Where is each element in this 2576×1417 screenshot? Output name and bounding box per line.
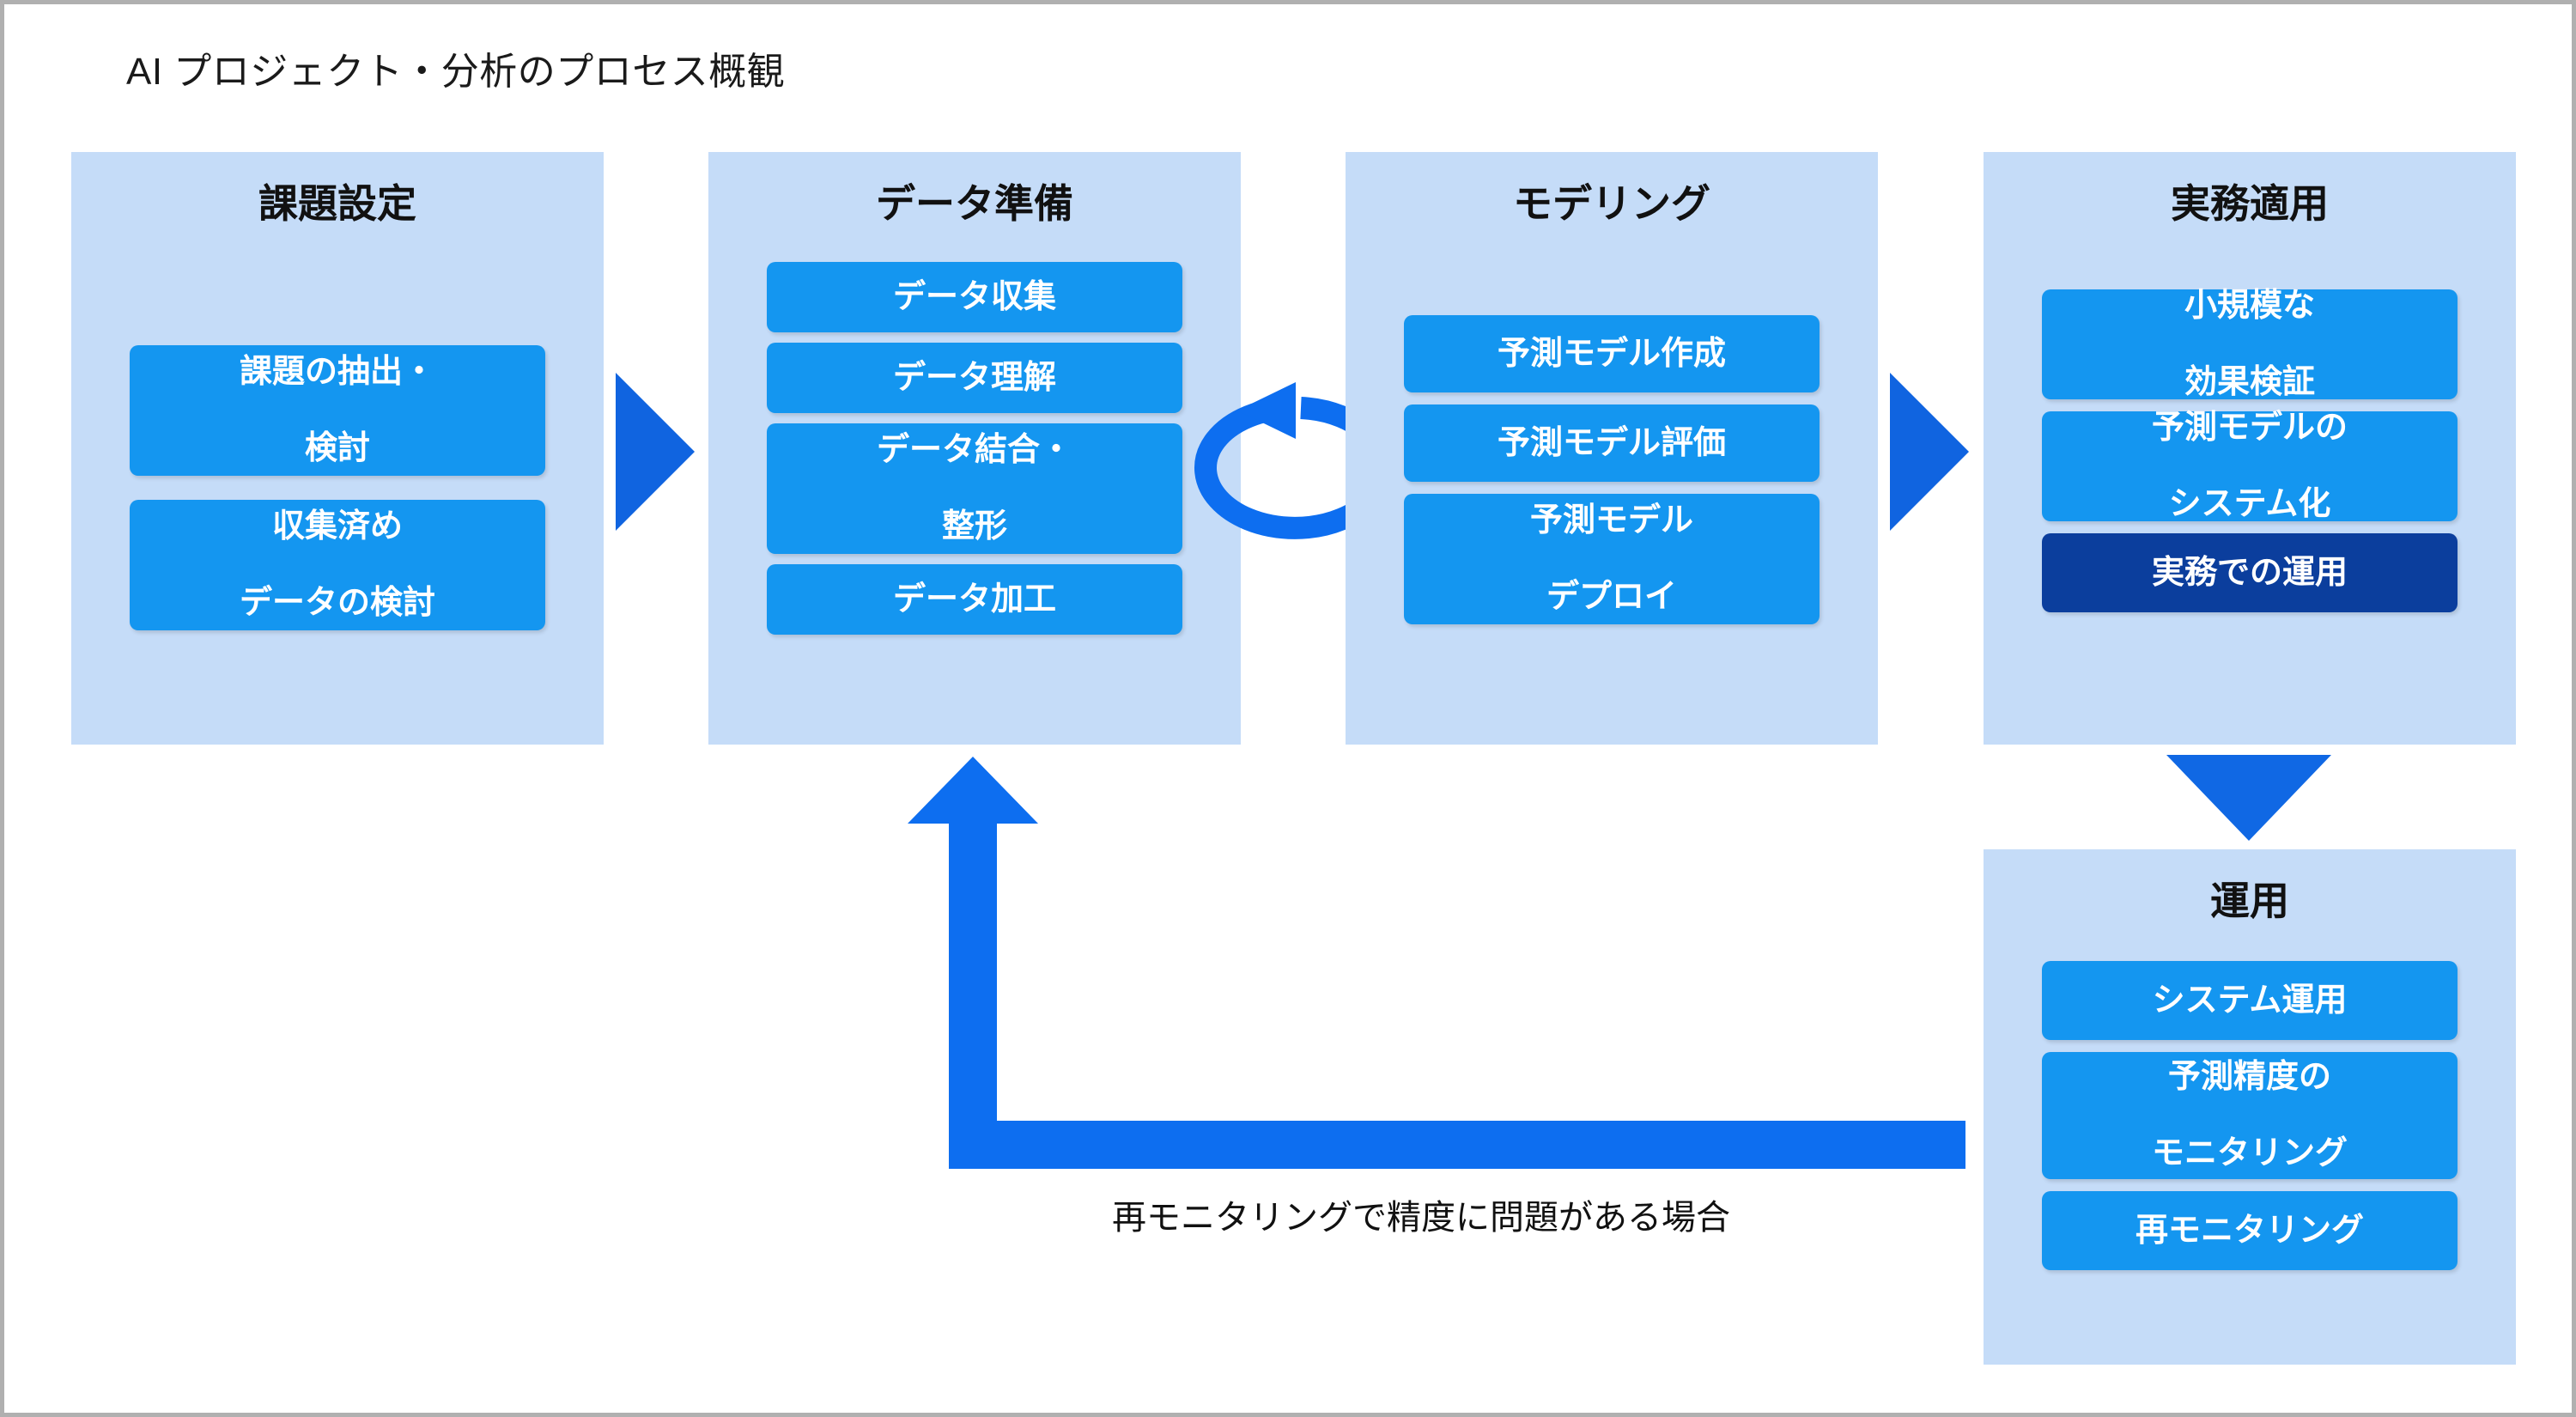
stage-title: データ準備 xyxy=(876,181,1073,226)
chip-line: 小規模な xyxy=(2184,287,2315,324)
stage-title: モデリング xyxy=(1513,181,1710,226)
arrow-stage1-to-stage2-icon xyxy=(616,373,695,531)
chip-line: 予測モデル xyxy=(1529,502,1693,538)
stage-item-model-systemization[interactable]: 予測モデルの システム化 xyxy=(2042,409,2458,523)
stage-item-data-rikai[interactable]: データ理解 xyxy=(767,343,1182,413)
chip-line: 整形 xyxy=(941,508,1007,545)
chip-line: 予測モデル評価 xyxy=(1497,424,1726,461)
chip-line: データの検討 xyxy=(239,585,435,622)
stage-panel-modeling: モデリング 予測モデル作成 予測モデル評価 予測モデル デプロイ xyxy=(1346,152,1878,745)
stage-title: 運用 xyxy=(2210,879,2289,923)
chip-line: 収集済め xyxy=(271,508,403,544)
page-title: AI プロジェクト・分析のプロセス概観 xyxy=(126,51,786,93)
chip-line: 予測モデルの xyxy=(2151,409,2348,446)
chip-line: システム化 xyxy=(2168,486,2331,523)
stage-title: 実務適用 xyxy=(2171,181,2329,226)
stage-item-shushuzumi-data[interactable]: 収集済め データの検討 xyxy=(130,500,545,630)
chip-line: 検討 xyxy=(304,430,370,467)
stage-item-sai-monitoring[interactable]: 再モニタリング xyxy=(2042,1191,2458,1270)
feedback-arrow-vertical-shaft xyxy=(949,820,997,1169)
stage-title: 課題設定 xyxy=(258,181,416,226)
stage-item-data-kako[interactable]: データ加工 xyxy=(767,564,1182,635)
chip-line: デプロイ xyxy=(1546,579,1677,616)
stage-item-data-ketsugo-seikei[interactable]: データ結合・ 整形 xyxy=(767,423,1182,554)
chip-line: システム運用 xyxy=(2152,982,2348,1019)
stage-panel-unyo: 運用 システム運用 予測精度の モニタリング 再モニタリング xyxy=(1984,849,2516,1365)
stage-panel-jitsumu-tekiyo: 実務適用 小規模な 効果検証 予測モデルの システム化 実務での運用 xyxy=(1984,152,2516,745)
chip-line: 効果検証 xyxy=(2184,364,2315,401)
chip-line: 予測精度の xyxy=(2167,1058,2331,1095)
chip-line: モニタリング xyxy=(2151,1135,2348,1172)
chip-line: 再モニタリング xyxy=(2135,1212,2364,1249)
stage-item-system-unyo[interactable]: システム運用 xyxy=(2042,961,2458,1040)
stage-item-shokibona-kokaken[interactable]: 小規模な 効果検証 xyxy=(2042,287,2458,401)
chip-line: 実務での運用 xyxy=(2151,554,2348,591)
chip-line: データ収集 xyxy=(892,278,1056,315)
feedback-arrow-label: 再モニタリングで精度に問題がある場合 xyxy=(1112,1199,1730,1237)
stage-item-kadai-chushutsu[interactable]: 課題の抽出・ 検討 xyxy=(130,345,545,476)
chip-line: データ理解 xyxy=(892,359,1056,396)
stage-item-jitsumu-deno-unyo[interactable]: 実務での運用 xyxy=(2042,533,2458,612)
feedback-arrow-horizontal-shaft xyxy=(949,1121,1965,1169)
stage-item-data-shushu[interactable]: データ収集 xyxy=(767,262,1182,332)
stage-panel-data-junbi: データ準備 データ収集 データ理解 データ結合・ 整形 データ加工 xyxy=(708,152,1241,745)
stage-panel-kadai-settei: 課題設定 課題の抽出・ 検討 収集済め データの検討 xyxy=(71,152,604,745)
stage-item-seido-monitoring[interactable]: 予測精度の モニタリング xyxy=(2042,1052,2458,1179)
chip-line: データ結合・ xyxy=(876,431,1072,468)
arrow-stage3-to-stage4-icon xyxy=(1890,373,1969,531)
chip-line: 予測モデル作成 xyxy=(1497,335,1726,372)
stage-item-yosoku-model-deploy[interactable]: 予測モデル デプロイ xyxy=(1404,494,1820,624)
feedback-arrow-head-icon xyxy=(908,757,1038,824)
chip-line: データ加工 xyxy=(892,581,1056,617)
arrow-stage4-to-stage5-icon xyxy=(2166,755,2331,841)
stage-item-yosoku-model-sakusei[interactable]: 予測モデル作成 xyxy=(1404,315,1820,392)
chip-line: 課題の抽出・ xyxy=(239,353,435,390)
stage-item-yosoku-model-hyoka[interactable]: 予測モデル評価 xyxy=(1404,404,1820,482)
